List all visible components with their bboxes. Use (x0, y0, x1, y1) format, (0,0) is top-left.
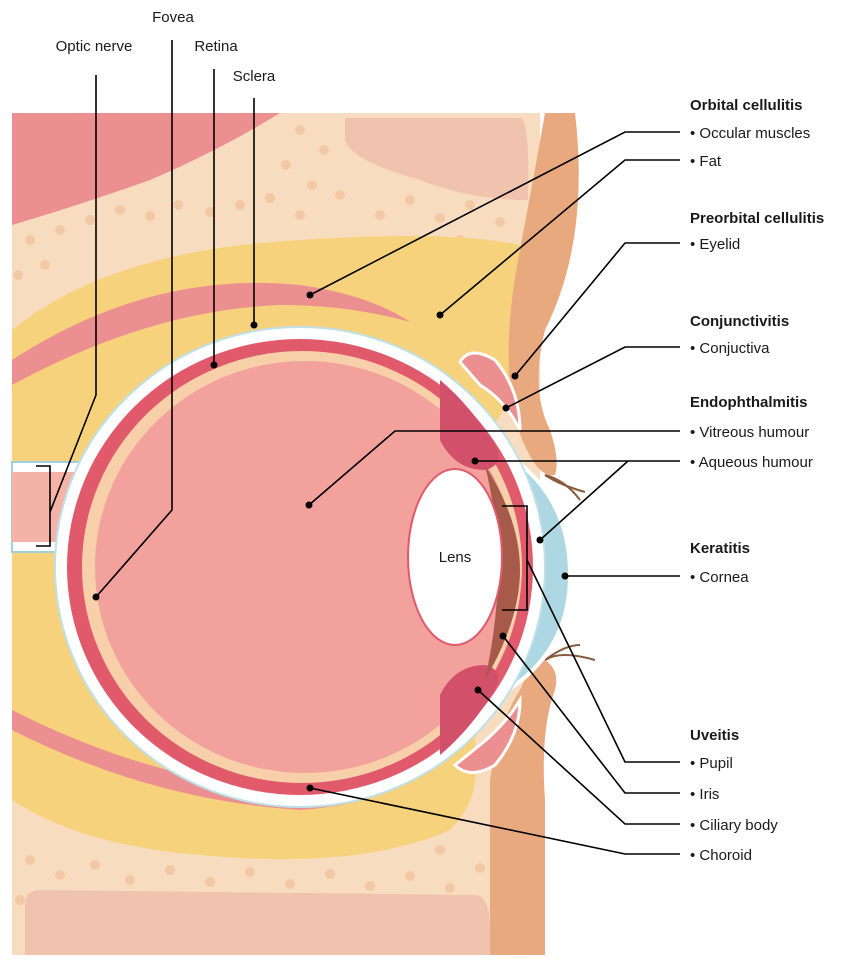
heading-keratitis: Keratitis (690, 540, 750, 557)
group-endophthalmitis: Endophthalmitis • Vitreous humour • Aque… (690, 394, 813, 471)
dot-vitreous (306, 502, 313, 509)
label-optic-nerve: Optic nerve (56, 38, 133, 55)
dot-aqueous-b (537, 537, 544, 544)
item-eyelid: • Eyelid (690, 236, 740, 253)
label-retina: Retina (194, 38, 238, 55)
dot-choroid (307, 785, 314, 792)
dot-aqueous-a (472, 458, 479, 465)
group-conjunctivitis: Conjunctivitis • Conjuctiva (690, 313, 789, 357)
item-ciliary-body: • Ciliary body (690, 817, 778, 834)
group-uveitis: Uveitis • Pupil • Iris • Ciliary body • … (690, 727, 778, 864)
group-preorbital-cellulitis: Preorbital cellulitis • Eyelid (690, 210, 824, 253)
item-conjuctiva: • Conjuctiva (690, 340, 770, 357)
lower-muscle-mass (25, 890, 490, 955)
dot-retina (211, 362, 218, 369)
heading-conjunctivitis: Conjunctivitis (690, 313, 789, 330)
label-fovea: Fovea (152, 9, 194, 26)
item-choroid: • Choroid (690, 847, 752, 864)
item-cornea: • Cornea (690, 569, 749, 586)
dot-fat (437, 312, 444, 319)
item-aqueous-humour: • Aqueous humour (690, 454, 813, 471)
item-occular-muscles: • Occular muscles (690, 125, 810, 142)
heading-orbital-cellulitis: Orbital cellulitis (690, 97, 803, 114)
item-fat: • Fat (690, 153, 722, 170)
group-orbital-cellulitis: Orbital cellulitis • Occular muscles • F… (690, 97, 810, 170)
heading-uveitis: Uveitis (690, 727, 739, 744)
dot-eyelid (512, 373, 519, 380)
item-pupil: • Pupil (690, 755, 733, 772)
item-vitreous-humour: • Vitreous humour (690, 424, 809, 441)
dot-cornea (562, 573, 569, 580)
dot-iris (500, 633, 507, 640)
item-iris: • Iris (690, 786, 719, 803)
dot-fovea (93, 594, 100, 601)
dot-sclera (251, 322, 258, 329)
dot-ciliary (475, 687, 482, 694)
heading-preorbital-cellulitis: Preorbital cellulitis (690, 210, 824, 227)
heading-endophthalmitis: Endophthalmitis (690, 394, 808, 411)
dot-conjuctiva (503, 405, 510, 412)
lens-label: Lens (439, 549, 472, 566)
group-keratitis: Keratitis • Cornea (690, 540, 750, 586)
dot-occular-muscles (307, 292, 314, 299)
label-sclera: Sclera (233, 68, 276, 85)
